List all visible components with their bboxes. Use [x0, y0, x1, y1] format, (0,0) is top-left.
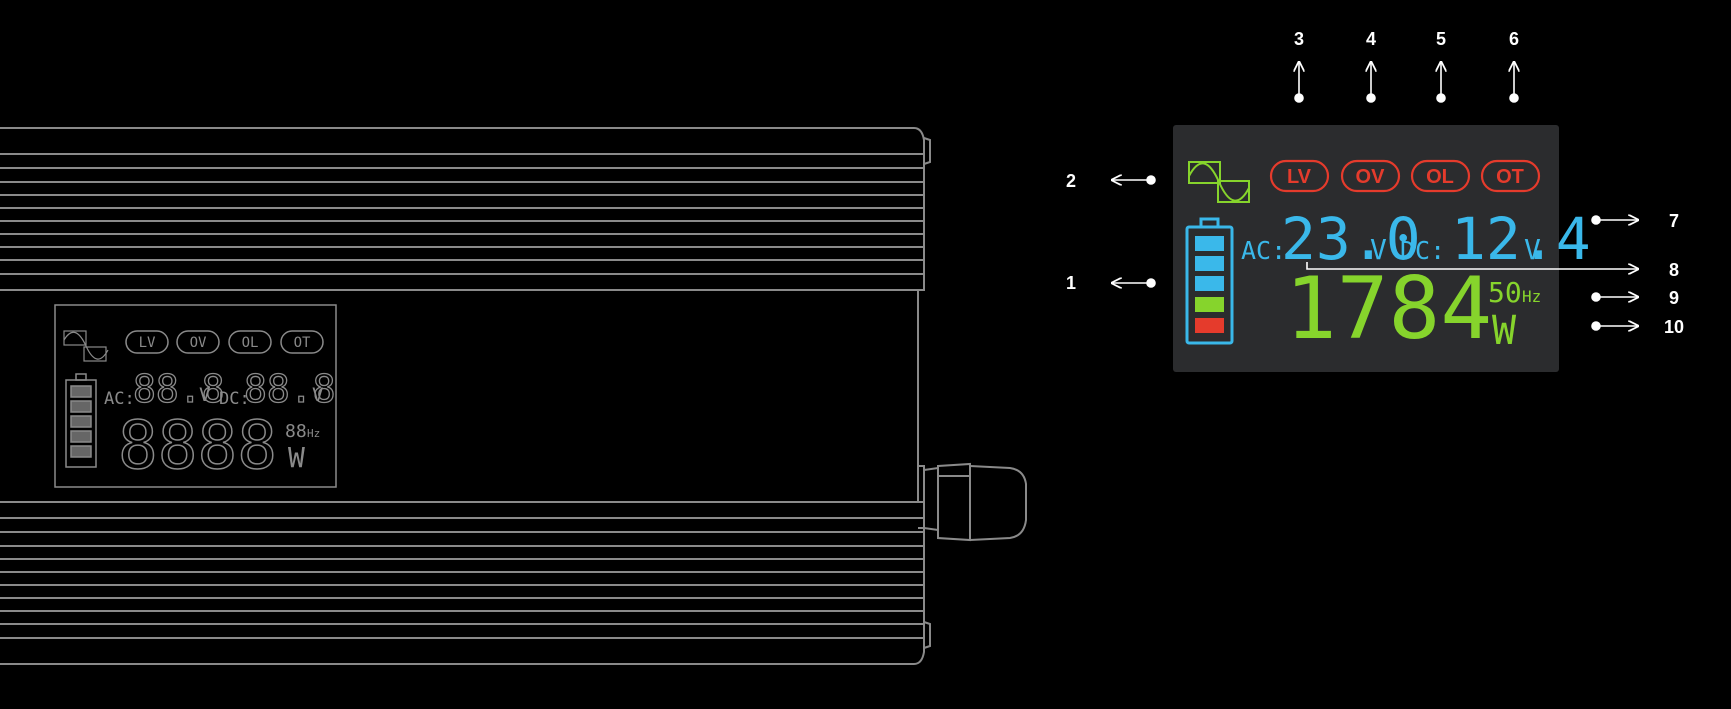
arrow-1-dot: [1146, 278, 1156, 288]
arrow-2-dot: [1146, 175, 1156, 185]
freq-unit: Hz: [1522, 287, 1541, 306]
sine-wave-icon: [1188, 161, 1250, 203]
device-freq-value: 88: [285, 421, 307, 442]
power-unit: W: [1492, 308, 1517, 354]
device-dc-unit: V: [312, 384, 323, 406]
device-lcd: [54, 304, 337, 488]
zoom-lcd-frame: [1173, 125, 1559, 372]
device-dc-label: DC:: [219, 389, 250, 409]
callout-4: 4: [1366, 29, 1376, 49]
ac-unit: V: [1370, 233, 1387, 266]
dc-unit: V: [1524, 233, 1541, 266]
arrow-5-dot: [1436, 93, 1446, 103]
device-ac-value: 88.8: [133, 367, 225, 411]
inverter-body: [0, 127, 1027, 665]
indicator-lv: LV: [1287, 166, 1312, 188]
dc-value: 12.4: [1451, 205, 1591, 273]
indicator-ol: OL: [1426, 166, 1454, 188]
indicator-ot: OT: [1496, 166, 1524, 188]
battery-segment: [1195, 236, 1224, 251]
battery-segment: [1195, 297, 1224, 312]
arrow-4-dot: [1366, 93, 1376, 103]
device-power-value: 8888: [118, 407, 277, 484]
ac-label: AC:: [1241, 236, 1286, 265]
callout-10: 10: [1664, 317, 1684, 337]
indicator-ov: OV: [1356, 166, 1386, 188]
device-freq-unit: Hz: [307, 427, 320, 440]
callout-6: 6: [1509, 29, 1519, 49]
device-indicator-ot: OT: [294, 335, 311, 351]
arrow-3-dot: [1294, 93, 1304, 103]
battery-segment: [1195, 256, 1224, 271]
device-indicator-ov: OV: [190, 335, 207, 351]
device-sine-wave-icon: [63, 330, 109, 362]
callout-9: 9: [1669, 288, 1679, 308]
callout-arrows: [1112, 62, 1638, 330]
ac-value: 23.0: [1281, 205, 1421, 273]
callout-1: 1: [1066, 273, 1076, 293]
device-ac-unit: V: [199, 384, 210, 406]
arrow-8: [1306, 262, 1638, 269]
device-power-unit: W: [288, 441, 305, 474]
device-battery-icon: [65, 373, 97, 468]
battery-segment: [1195, 318, 1224, 333]
device-indicator-ol: OL: [242, 335, 259, 351]
power-value: 1784: [1285, 259, 1492, 359]
freq-value: 50: [1488, 276, 1522, 309]
callout-2: 2: [1066, 171, 1076, 191]
device-indicator-lv: LV: [139, 335, 156, 351]
arrow-9-dot: [1591, 292, 1601, 302]
battery-icon: [1185, 217, 1234, 345]
arrow-6-dot: [1509, 93, 1519, 103]
device-dc-value: 88.8: [244, 367, 336, 411]
battery-segment: [1195, 276, 1224, 291]
callout-3: 3: [1294, 29, 1304, 49]
arrow-10-dot: [1591, 321, 1601, 331]
device-lcd-frame: [54, 304, 337, 488]
callout-8: 8: [1669, 260, 1679, 280]
arrow-7-dot: [1591, 215, 1601, 225]
zoom-lcd: LV OV OL OT AC: 23.0 V DC: 12.4 V 1784 5: [1173, 125, 1591, 372]
callout-7: 7: [1669, 211, 1679, 231]
dc-label: DC:: [1400, 236, 1445, 265]
device-ac-label: AC:: [104, 389, 135, 409]
callout-5: 5: [1436, 29, 1446, 49]
